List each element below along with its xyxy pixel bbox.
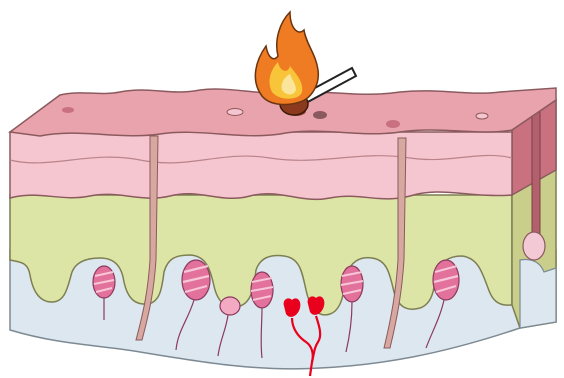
skin-pore [62, 107, 74, 113]
skin-pore [227, 109, 243, 116]
block-side-hypodermis [520, 260, 556, 329]
side-hair-shaft [532, 103, 540, 252]
skin-pore [476, 113, 488, 119]
epidermis-front-layer [10, 132, 512, 199]
skin-pore [313, 111, 327, 119]
skin-pore [386, 120, 400, 128]
hypodermis-layer [10, 250, 556, 369]
side-receptor [523, 232, 545, 260]
